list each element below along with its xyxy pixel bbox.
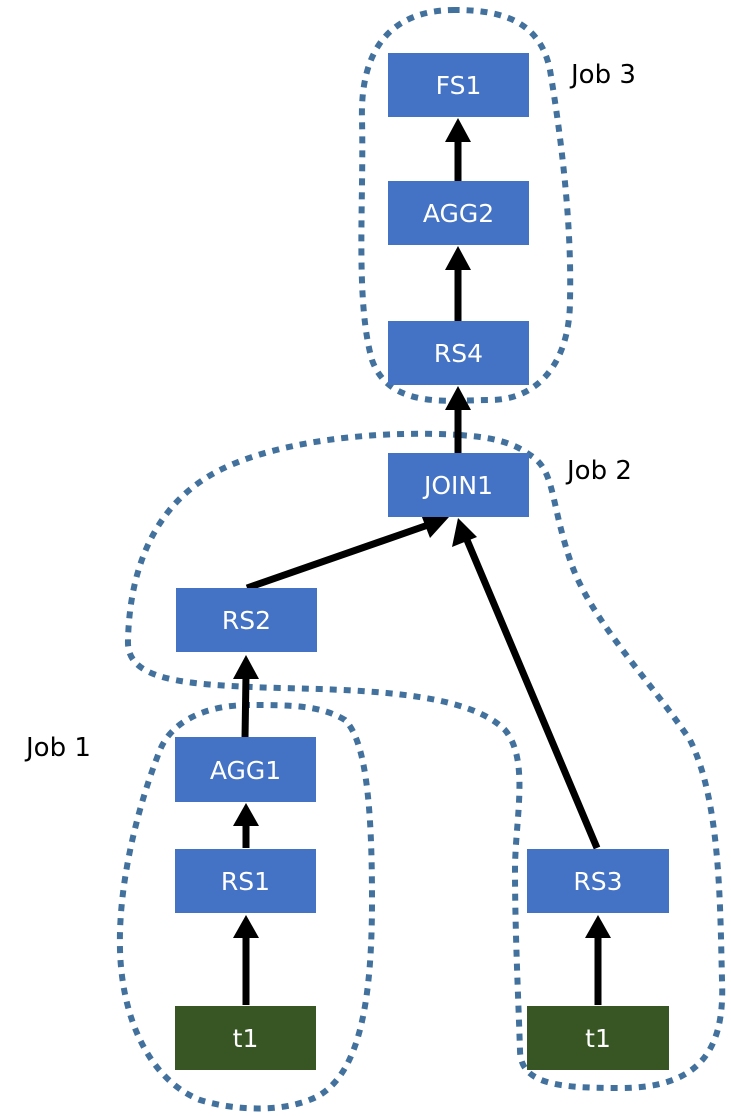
arrowhead-icon <box>233 915 259 938</box>
arrowhead-icon <box>452 518 477 547</box>
arrowhead-icon <box>585 915 611 938</box>
arrowhead-icon <box>445 118 471 142</box>
edge-rs2-join1 <box>245 521 430 592</box>
job-1-label: Job 1 <box>24 733 91 763</box>
operator-box <box>527 849 669 913</box>
job-1-boundary <box>116 701 376 1112</box>
operator-box <box>388 321 529 385</box>
node-label: FS1 <box>436 71 482 100</box>
node-t1-left: t1 <box>175 1006 316 1070</box>
node-rs3: RS3 <box>527 849 669 913</box>
edges <box>233 118 611 1005</box>
node-label: RS1 <box>221 867 270 896</box>
node-label: RS2 <box>222 606 271 635</box>
operator-box <box>388 453 529 517</box>
node-fs1: FS1 <box>388 53 529 117</box>
node-join1: JOIN1 <box>388 453 529 517</box>
node-rs2: RS2 <box>176 588 317 652</box>
job-3-label: Job 3 <box>569 60 636 90</box>
operator-box <box>388 181 529 245</box>
node-label: AGG1 <box>210 756 281 785</box>
operator-box <box>175 737 316 802</box>
node-t1-right: t1 <box>527 1006 669 1070</box>
table-box <box>527 1006 669 1070</box>
arrowhead-icon <box>233 655 259 679</box>
operator-box <box>175 849 316 913</box>
node-label: JOIN1 <box>422 471 493 500</box>
arrowhead-icon <box>445 386 471 410</box>
job-2-label: Job 2 <box>565 456 632 486</box>
node-agg2: AGG2 <box>388 181 529 245</box>
operator-box <box>388 53 529 117</box>
node-rs1: RS1 <box>175 849 316 913</box>
edge-rs3-join1 <box>463 538 601 850</box>
node-label: AGG2 <box>423 199 494 228</box>
table-box <box>175 1006 316 1070</box>
arrowhead-icon <box>420 512 449 538</box>
node-label: t1 <box>585 1024 611 1053</box>
operator-box <box>176 588 317 652</box>
node-label: t1 <box>233 1024 259 1053</box>
arrowhead-icon <box>445 246 471 270</box>
node-label: RS3 <box>573 867 622 896</box>
arrowhead-icon <box>233 803 259 826</box>
node-label: RS4 <box>434 339 483 368</box>
job-2-boundary <box>124 430 726 1092</box>
node-rs4: RS4 <box>388 321 529 385</box>
edge-agg1-rs2 <box>241 674 250 739</box>
node-agg1: AGG1 <box>175 737 316 802</box>
